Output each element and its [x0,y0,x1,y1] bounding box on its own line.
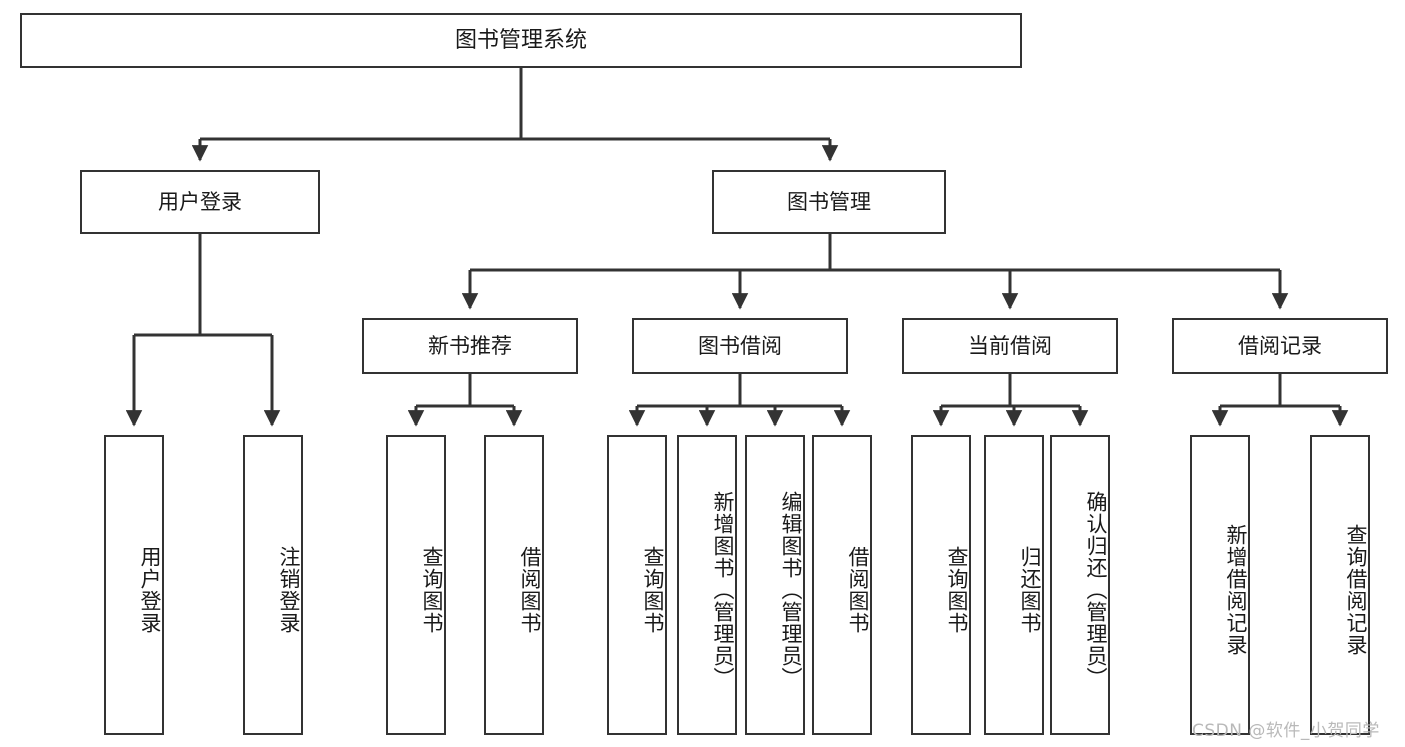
node-book-manage[interactable]: 图书管理 [712,170,946,234]
node-root-system[interactable]: 图书管理系统 [20,13,1022,68]
leaf-query-book-current[interactable]: 查询图书 [911,435,971,735]
leaf-add-borrow-record[interactable]: 新增借阅记录 [1190,435,1250,735]
node-new-book-recommend[interactable]: 新书推荐 [362,318,578,374]
leaf-confirm-return-admin[interactable]: 确认归还（管理员） [1050,435,1110,735]
leaf-user-logout[interactable]: 注销登录 [243,435,303,735]
node-user-login[interactable]: 用户登录 [80,170,320,234]
node-current-borrow[interactable]: 当前借阅 [902,318,1118,374]
leaf-borrow-book[interactable]: 借阅图书 [812,435,872,735]
leaf-edit-book-admin[interactable]: 编辑图书（管理员） [745,435,805,735]
leaf-return-book[interactable]: 归还图书 [984,435,1044,735]
leaf-query-book-borrow[interactable]: 查询图书 [607,435,667,735]
node-borrow-record[interactable]: 借阅记录 [1172,318,1388,374]
csdn-watermark: CSDN @软件_小贺同学 [1192,721,1380,741]
leaf-query-book-newbook[interactable]: 查询图书 [386,435,446,735]
leaf-add-book-admin[interactable]: 新增图书（管理员） [677,435,737,735]
leaf-query-borrow-record[interactable]: 查询借阅记录 [1310,435,1370,735]
leaf-user-login[interactable]: 用户登录 [104,435,164,735]
node-book-borrow[interactable]: 图书借阅 [632,318,848,374]
leaf-borrow-book-newbook[interactable]: 借阅图书 [484,435,544,735]
